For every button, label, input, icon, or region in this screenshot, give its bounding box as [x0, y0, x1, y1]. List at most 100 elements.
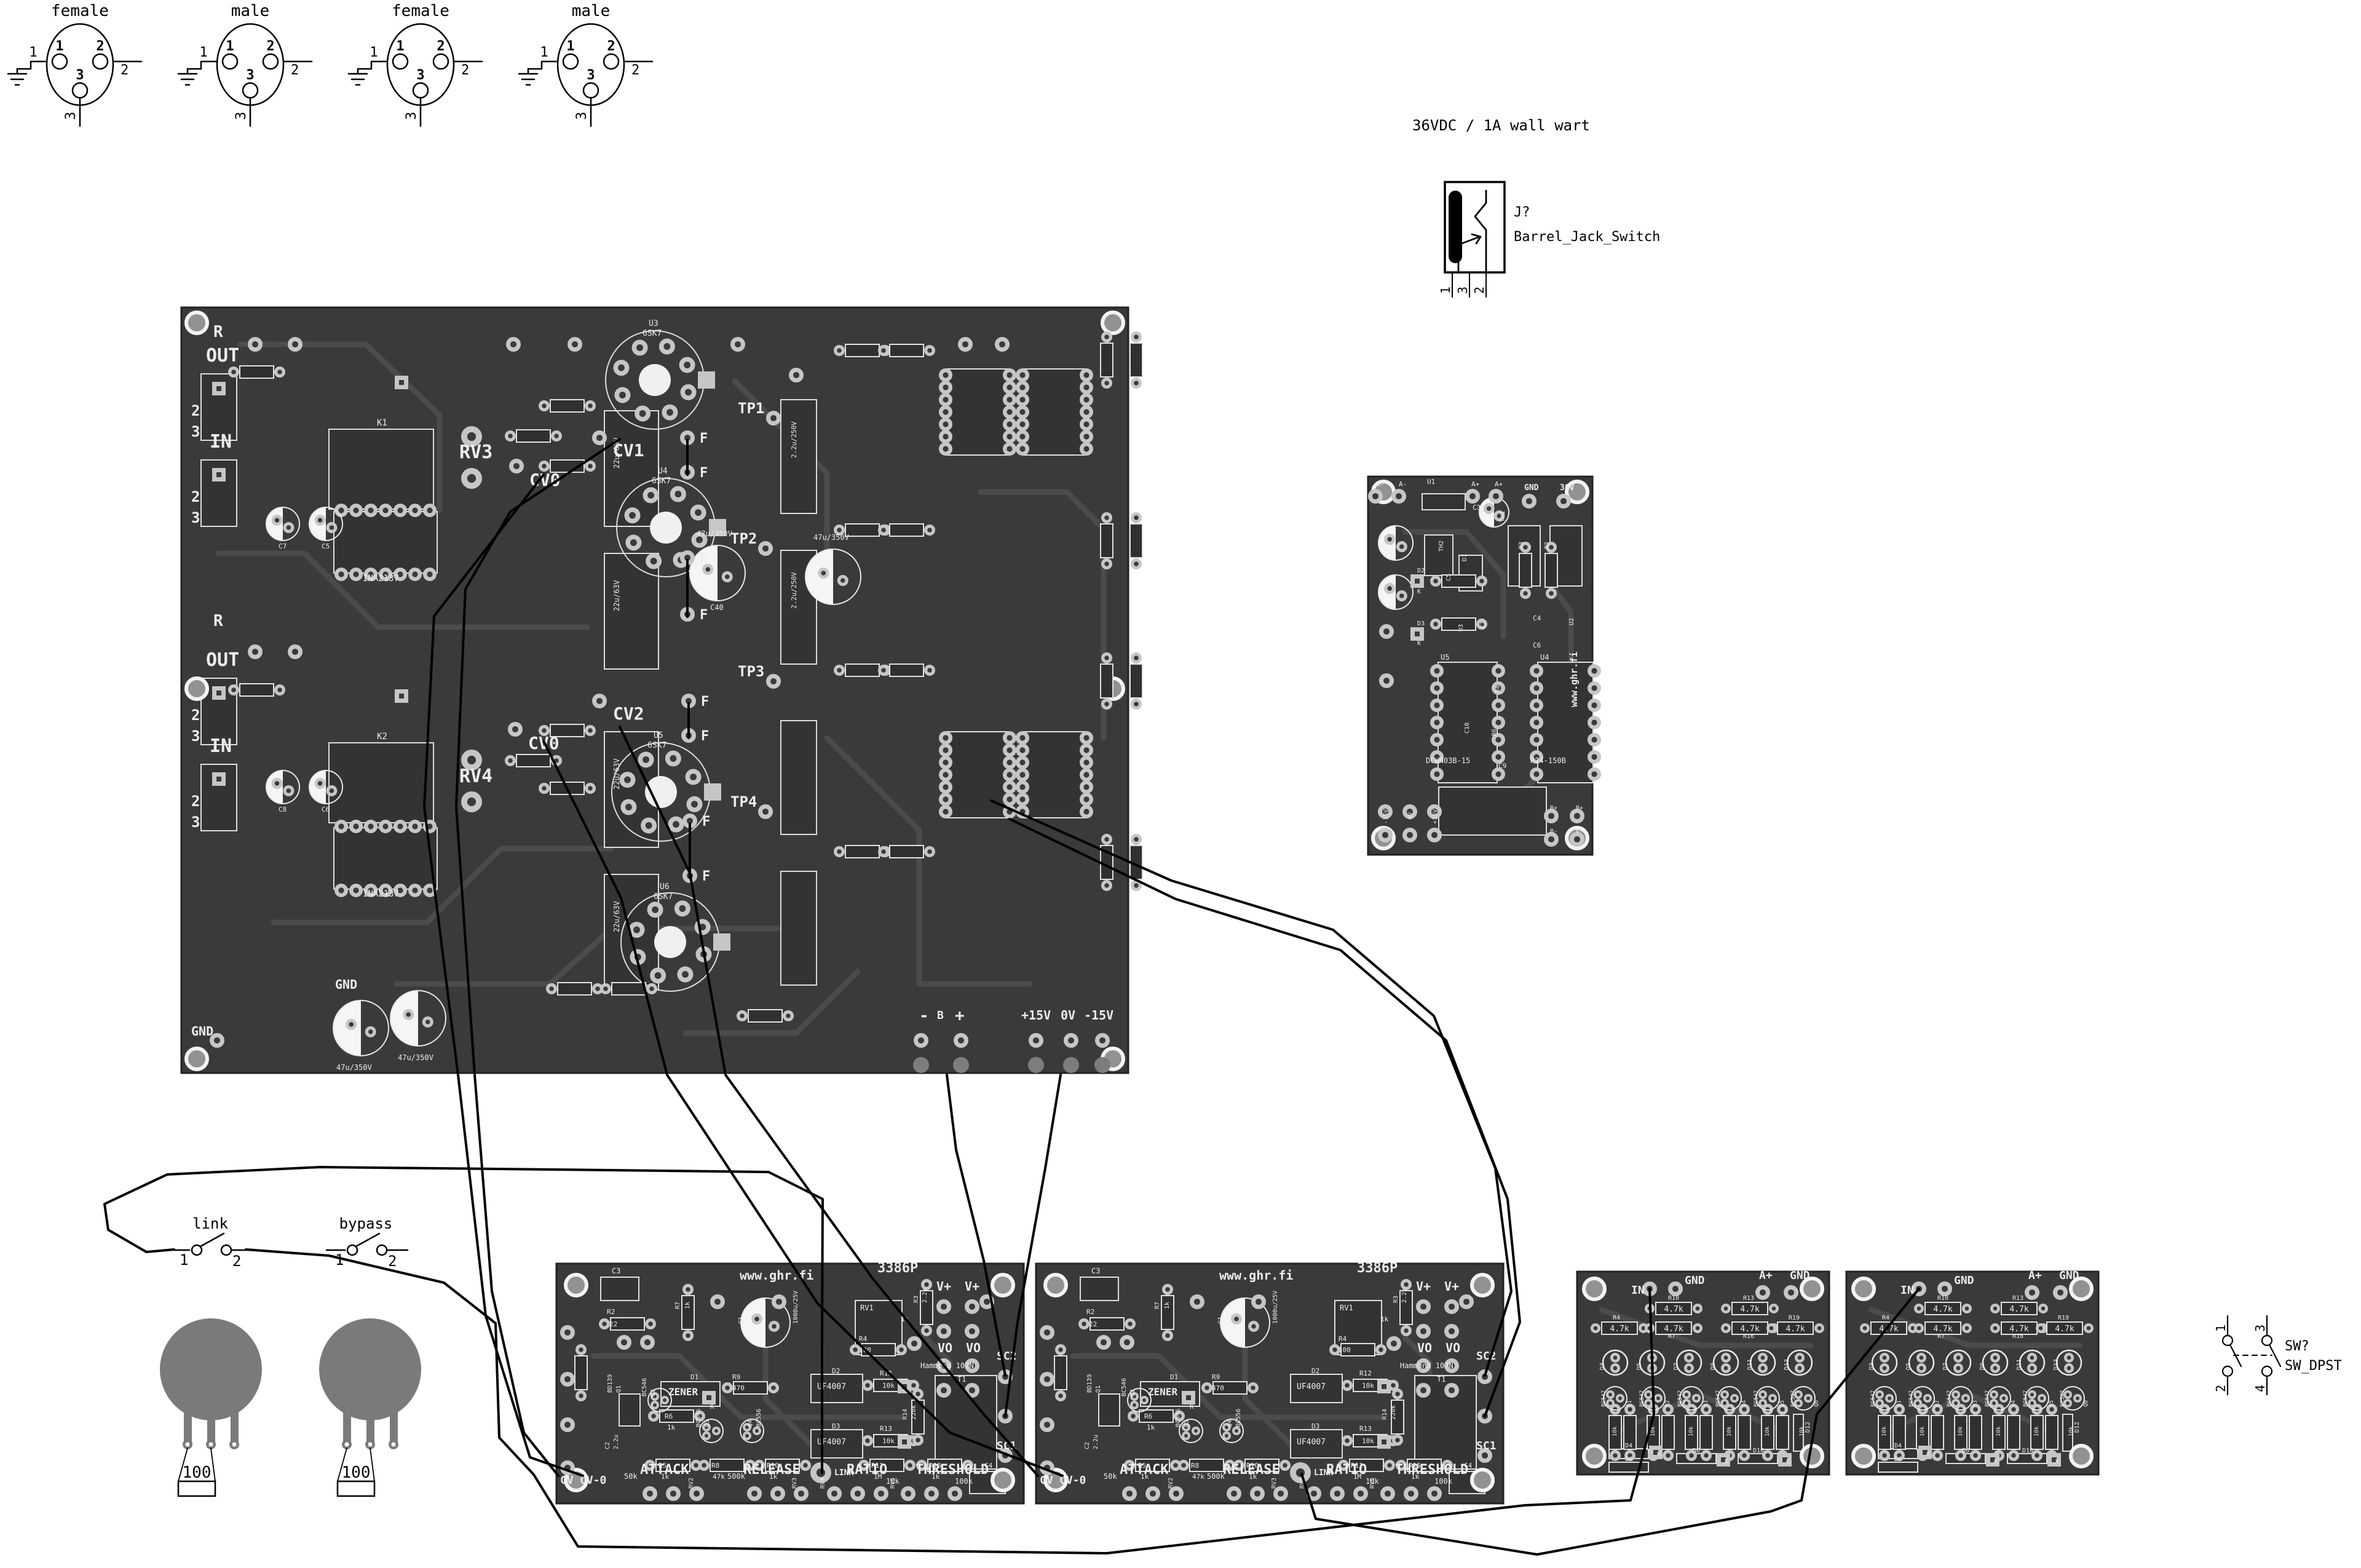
xlr-pin[interactable] [242, 82, 259, 99]
pad-hole [1236, 1463, 1241, 1468]
pad-filled[interactable] [913, 1057, 929, 1073]
potentiometer-1[interactable]: 100 [160, 1318, 262, 1497]
pad-hole [1310, 1490, 1318, 1497]
component-outline [604, 410, 659, 527]
silkscreen-label: -15V [1383, 809, 1390, 824]
pad-hole [1406, 831, 1414, 839]
silkscreen-label: A+ [1759, 1269, 1773, 1282]
pad-filled[interactable] [953, 1057, 969, 1073]
switch-pin[interactable] [2261, 1334, 2273, 1347]
resistor [845, 523, 880, 537]
wire-9[interactable] [1008, 818, 1521, 1417]
wire-11[interactable] [1004, 1074, 1062, 1417]
resistor [659, 1409, 694, 1423]
xlr-pin[interactable] [412, 82, 429, 99]
wire-8[interactable] [990, 799, 1513, 1377]
wire-7[interactable] [542, 740, 1064, 1477]
wire-5[interactable] [423, 473, 584, 1477]
pad-hole [1019, 796, 1026, 802]
pad-hole [705, 1434, 708, 1438]
pad-hole [1993, 1355, 1998, 1360]
wire-3[interactable] [1300, 1288, 1920, 1556]
xlr-pin[interactable] [92, 53, 109, 70]
pad-hole [1627, 1453, 1632, 1458]
switch-pin[interactable] [2221, 1365, 2234, 1377]
switch-pin[interactable] [191, 1244, 203, 1256]
wire-10[interactable] [946, 1074, 1006, 1377]
pot-leg-hole [232, 1442, 237, 1447]
silkscreen-label: K [1926, 1451, 1930, 1458]
xlr-pin[interactable] [221, 53, 239, 70]
pad-hole [1495, 737, 1501, 743]
pad-hole [595, 986, 600, 991]
resistor-vertical [1608, 1415, 1622, 1450]
xlr-pin[interactable] [51, 53, 68, 70]
pad-hole [1993, 1326, 1998, 1331]
pad-hole [908, 1463, 912, 1468]
pad-hole [2076, 1396, 2079, 1400]
transistor-outline [647, 1388, 672, 1412]
xlr-pin[interactable] [582, 82, 599, 99]
xlr-pin[interactable] [603, 53, 620, 70]
pad-square[interactable] [704, 783, 721, 801]
switch-pin[interactable] [376, 1244, 388, 1256]
pad-hole [881, 849, 886, 854]
silkscreen-label: V+ [1416, 1279, 1431, 1294]
pad-hole [1123, 1339, 1131, 1346]
wire-6[interactable] [619, 726, 1039, 1477]
switch-pin[interactable] [220, 1244, 232, 1256]
pad-square[interactable] [709, 519, 726, 536]
wire-2[interactable] [245, 1248, 1655, 1554]
switch-pin[interactable] [2261, 1365, 2273, 1377]
copper-trace [1611, 1392, 1789, 1436]
pad-hole [1897, 1453, 1902, 1458]
pad-filled[interactable] [1094, 1057, 1110, 1073]
silkscreen-label: R8 [711, 1462, 719, 1470]
barrel-jack-symbol[interactable]: 36VDC / 1A wall wartJ?Barrel_Jack_Switch… [1412, 117, 1660, 298]
pad-hole [928, 1490, 935, 1497]
component-outline [1290, 1429, 1343, 1459]
xlr-pin[interactable] [71, 82, 89, 99]
wire-4[interactable] [455, 438, 621, 1477]
pot-body[interactable] [319, 1318, 421, 1420]
switch-pin-number: 3 [2253, 1324, 2268, 1332]
pad-hole [1548, 836, 1555, 843]
pot-body[interactable] [160, 1318, 262, 1420]
silkscreen-label: R8 [1191, 1462, 1199, 1470]
xlr-pin-number: 3 [587, 68, 595, 83]
silkscreen-label: TH2 [1438, 540, 1445, 552]
pad-square[interactable] [713, 933, 730, 951]
pad-square[interactable] [698, 371, 715, 389]
xlr-pin[interactable] [432, 53, 449, 70]
potentiometer-2[interactable]: 100 [319, 1318, 421, 1497]
pad-hole [911, 1383, 916, 1388]
switch-pin[interactable] [346, 1244, 358, 1256]
pad-hole [1395, 1438, 1400, 1443]
pad-filled[interactable] [1063, 1057, 1079, 1073]
pad-filled[interactable] [1028, 1057, 1044, 1073]
xlr-pin[interactable] [562, 53, 579, 70]
xlr-pin[interactable] [392, 53, 409, 70]
wire-1[interactable] [103, 1166, 824, 1474]
xlr-pin[interactable] [262, 53, 279, 70]
silkscreen-label: 3386P [1357, 1261, 1398, 1276]
mounting-hole [184, 1047, 209, 1071]
silkscreen-label: R13 [880, 1425, 892, 1433]
resistor-value: 4.7k [1933, 1305, 1952, 1314]
switch-pin[interactable] [2221, 1334, 2234, 1347]
pad-hole [1420, 1328, 1427, 1335]
silkscreen-label: CV1 [613, 440, 644, 461]
